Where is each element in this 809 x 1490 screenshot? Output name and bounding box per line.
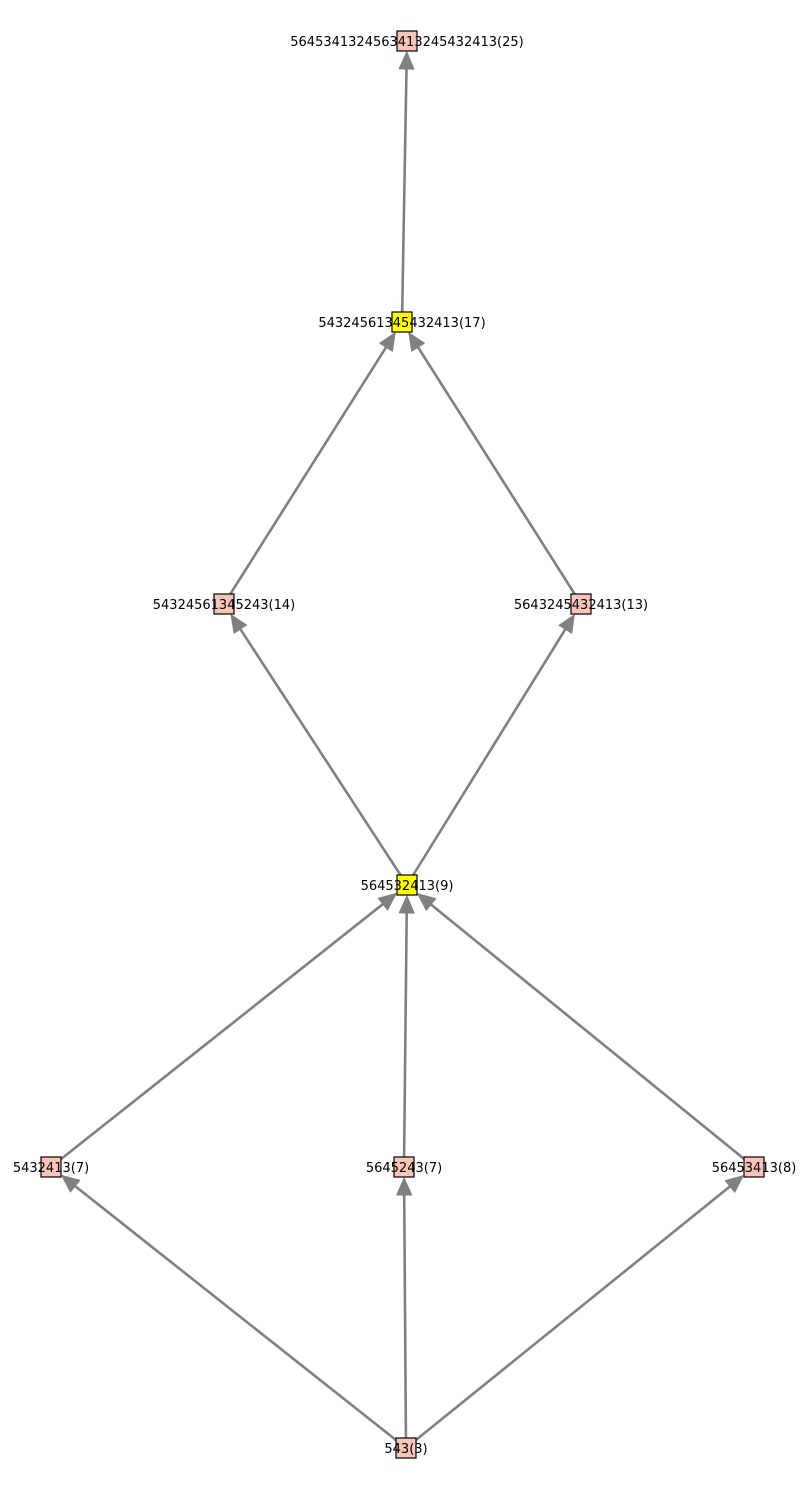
node-n8: 56453413(8) [712, 1156, 797, 1178]
node-box [570, 593, 592, 615]
edges-layer [50, 51, 755, 1450]
arrowhead-n3-to-n7a [61, 1175, 81, 1193]
node-n9: 564532413(9) [361, 874, 454, 896]
edge-n3-to-n8 [405, 1184, 733, 1450]
node-box [395, 1437, 417, 1459]
node-label: 5645243(7) [366, 1161, 442, 1176]
node-box [393, 1156, 415, 1178]
arrowhead-n9-to-n13 [558, 614, 575, 634]
edge-n8-to-n9 [428, 902, 755, 1169]
node-label: 5645341324563413245432413(25) [290, 35, 523, 50]
edge-n9-to-n14 [238, 626, 409, 886]
nodes-layer: 5645341324563413245432413(25) 54324561345… [13, 30, 797, 1459]
arrowhead-n9-to-n14 [230, 614, 248, 634]
node-label: 564532413(9) [361, 879, 454, 894]
edge-n3-to-n7a [72, 1183, 407, 1450]
node-box [396, 874, 418, 896]
node-label: 5643245432413(13) [514, 598, 648, 613]
arrowhead-n3-to-n8 [724, 1175, 744, 1193]
node-box [40, 1156, 62, 1178]
node-label: 5432413(7) [13, 1161, 89, 1176]
node-n14: 54324561345243(14) [153, 593, 295, 615]
node-label: 54324561345432413(17) [318, 316, 485, 331]
node-n7a: 5432413(7) [13, 1156, 89, 1178]
arrowhead-n8-to-n9 [417, 893, 437, 911]
node-n17: 54324561345432413(17) [318, 311, 486, 333]
node-n25: 5645341324563413245432413(25) [290, 30, 524, 52]
node-n7b: 5645243(7) [366, 1156, 442, 1178]
node-box [391, 311, 413, 333]
arrowhead-n17-to-n25 [398, 51, 415, 70]
edge-n7b-to-n9 [402, 910, 409, 1168]
node-box [396, 30, 418, 52]
node-box [213, 593, 235, 615]
arrowhead-n13-to-n17 [408, 332, 425, 352]
arrowhead-n3-to-n7b [396, 1177, 413, 1196]
node-n3: 543(3) [384, 1437, 428, 1459]
node-label: 56453413(8) [712, 1161, 797, 1176]
edge-n14-to-n17 [222, 344, 389, 605]
node-label: 54324561345243(14) [153, 598, 295, 613]
node-box [743, 1156, 765, 1178]
edge-n17-to-n25 [400, 66, 408, 323]
edge-n13-to-n17 [415, 344, 583, 605]
arrowhead-n7b-to-n9 [398, 895, 415, 914]
node-n13: 5643245432413(13) [514, 593, 648, 615]
edge-n9-to-n13 [405, 626, 568, 886]
edge-n7a-to-n9 [50, 901, 386, 1169]
edge-n3-to-n7b [402, 1192, 408, 1449]
node-label: 543(3) [384, 1442, 427, 1457]
arrowhead-n14-to-n17 [379, 332, 396, 352]
arrowhead-n7a-to-n9 [377, 893, 397, 911]
